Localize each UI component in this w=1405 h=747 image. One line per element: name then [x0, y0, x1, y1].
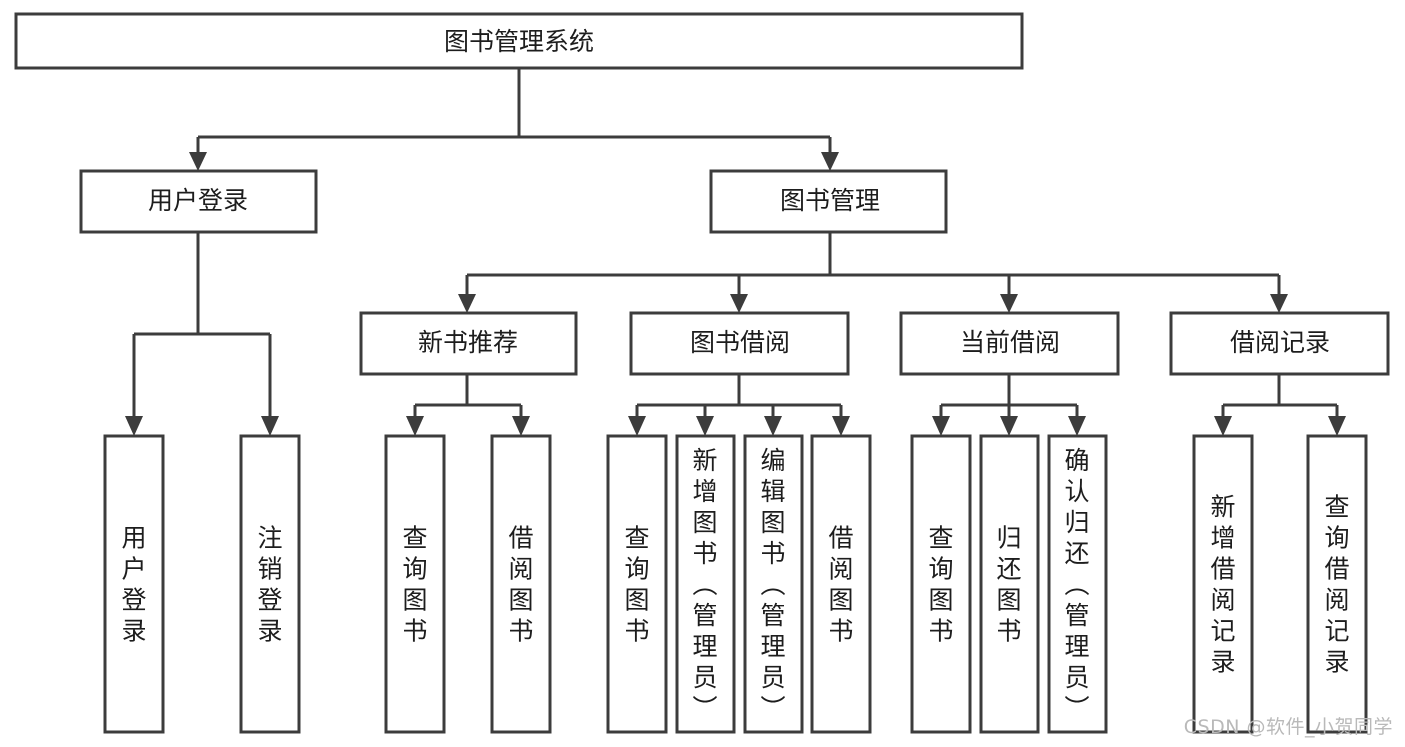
leaf-query-book-2-box[interactable] — [606, 434, 668, 734]
leaf-edit-book-box[interactable] — [743, 434, 804, 734]
arrow-head-borrow-record — [1270, 294, 1288, 313]
leaf-return-book-box[interactable] — [979, 434, 1040, 734]
leaf-query-book-1-box[interactable] — [384, 434, 446, 734]
leaf-node-borrow-book-2[interactable]: 借阅图书 — [810, 434, 872, 734]
node-root-label: 图书管理系统 — [444, 27, 594, 56]
leaf-query-record-label: 查询借阅记录 — [1324, 493, 1349, 677]
leaf-node-borrow-book-1[interactable]: 借阅图书 — [490, 434, 552, 734]
node-borrow-record[interactable]: 借阅记录 — [1169, 311, 1390, 376]
arrow-head-user-login — [189, 152, 207, 171]
arrow-head-leaf-edit-book — [764, 416, 782, 436]
leaf-user-login-label: 用户登录 — [121, 524, 146, 646]
leaf-node-add-record[interactable]: 新增借阅记录 — [1192, 434, 1254, 734]
node-new-book-recommend-label: 新书推荐 — [418, 328, 518, 357]
node-book-manage[interactable]: 图书管理 — [709, 169, 948, 234]
arrow-head-leaf-add-book — [696, 416, 714, 436]
leaf-confirm-return-box[interactable] — [1047, 434, 1108, 734]
connector-current-borrow-to-leaves — [932, 374, 1086, 436]
node-new-book-recommend-box[interactable] — [359, 311, 578, 376]
connector-user-login-to-leaves — [125, 232, 279, 436]
node-current-borrow-label: 当前借阅 — [960, 328, 1060, 357]
leaf-borrow-book-2-box[interactable] — [810, 434, 872, 734]
leaf-node-logout-login[interactable]: 注销登录 — [239, 434, 301, 734]
leaf-borrow-book-1-box[interactable] — [490, 434, 552, 734]
node-book-borrow-box[interactable] — [629, 311, 850, 376]
node-root-box[interactable] — [14, 12, 1024, 70]
node-book-borrow-label: 图书借阅 — [690, 328, 790, 357]
leaf-return-book-label: 归还图书 — [996, 524, 1021, 646]
leaf-node-confirm-return[interactable]: 确认归还︵管理员︶ — [1047, 434, 1108, 734]
leaf-add-book-label: 新增图书︵管理员︶ — [692, 446, 717, 723]
node-borrow-record-box[interactable] — [1169, 311, 1390, 376]
leaf-logout-login-box[interactable] — [239, 434, 301, 734]
arrow-head-leaf-return-book — [1000, 416, 1018, 436]
arrow-head-leaf-borrow-book-1 — [512, 416, 530, 436]
leaf-node-return-book[interactable]: 归还图书 — [979, 434, 1040, 734]
arrow-head-leaf-add-record — [1214, 416, 1232, 436]
connector-root-to-level2 — [189, 68, 839, 171]
leaf-logout-login-label: 注销登录 — [257, 524, 282, 646]
leaf-add-record-box[interactable] — [1192, 434, 1254, 734]
node-book-borrow[interactable]: 图书借阅 — [629, 311, 850, 376]
leaf-query-record-box[interactable] — [1306, 434, 1368, 734]
leaf-node-query-record[interactable]: 查询借阅记录 — [1306, 434, 1368, 734]
connector-borrow-record-to-leaves — [1214, 374, 1346, 436]
leaf-node-query-book-1[interactable]: 查询图书 — [384, 434, 446, 734]
arrow-head-leaf-user-login — [125, 416, 143, 436]
leaf-query-book-3-box[interactable] — [910, 434, 972, 734]
arrow-head-new-book-recommend — [458, 294, 476, 313]
node-borrow-record-label: 借阅记录 — [1230, 328, 1330, 357]
leaf-add-record-label: 新增借阅记录 — [1210, 493, 1235, 677]
leaf-node-edit-book[interactable]: 编辑图书︵管理员︶ — [743, 434, 804, 734]
arrow-head-book-borrow — [730, 294, 748, 313]
leaf-confirm-return-label: 确认归还︵管理员︶ — [1064, 446, 1089, 723]
node-current-borrow-box[interactable] — [899, 311, 1120, 376]
leaf-query-book-1-label: 查询图书 — [402, 524, 427, 646]
leaf-borrow-book-1-label: 借阅图书 — [508, 524, 533, 646]
leaf-query-book-2-label: 查询图书 — [624, 524, 649, 646]
arrow-head-current-borrow — [1000, 294, 1018, 313]
node-current-borrow[interactable]: 当前借阅 — [899, 311, 1120, 376]
arrow-head-leaf-borrow-book-2 — [832, 416, 850, 436]
connector-new-book-recommend-to-leaves — [406, 374, 530, 436]
arrow-head-leaf-query-book-1 — [406, 416, 424, 436]
leaf-query-book-3-label: 查询图书 — [928, 524, 953, 646]
arrow-head-leaf-query-record — [1328, 416, 1346, 436]
leaf-edit-book-label: 编辑图书︵管理员︶ — [760, 446, 785, 723]
connector-book-borrow-to-leaves — [628, 374, 850, 436]
node-user-login-label: 用户登录 — [148, 186, 248, 215]
connector-book-manage-to-level3 — [458, 232, 1288, 313]
arrow-head-leaf-confirm-return — [1068, 416, 1086, 436]
leaf-borrow-book-2-label: 借阅图书 — [828, 524, 853, 646]
arrow-head-leaf-query-book-2 — [628, 416, 646, 436]
leaf-node-query-book-2[interactable]: 查询图书 — [606, 434, 668, 734]
leaf-node-add-book[interactable]: 新增图书︵管理员︶ — [675, 434, 736, 734]
node-book-manage-box[interactable] — [709, 169, 948, 234]
node-user-login[interactable]: 用户登录 — [79, 169, 318, 234]
node-book-manage-label: 图书管理 — [780, 186, 880, 215]
leaf-user-login-box[interactable] — [103, 434, 165, 734]
node-user-login-box[interactable] — [79, 169, 318, 234]
node-new-book-recommend[interactable]: 新书推荐 — [359, 311, 578, 376]
node-root[interactable]: 图书管理系统 — [14, 12, 1024, 70]
arrow-head-leaf-query-book-3 — [932, 416, 950, 436]
leaf-add-book-box[interactable] — [675, 434, 736, 734]
leaf-node-user-login[interactable]: 用户登录 — [103, 434, 165, 734]
leaf-node-query-book-3[interactable]: 查询图书 — [910, 434, 972, 734]
arrow-head-leaf-logout-login — [261, 416, 279, 436]
arrow-head-book-manage — [821, 152, 839, 171]
